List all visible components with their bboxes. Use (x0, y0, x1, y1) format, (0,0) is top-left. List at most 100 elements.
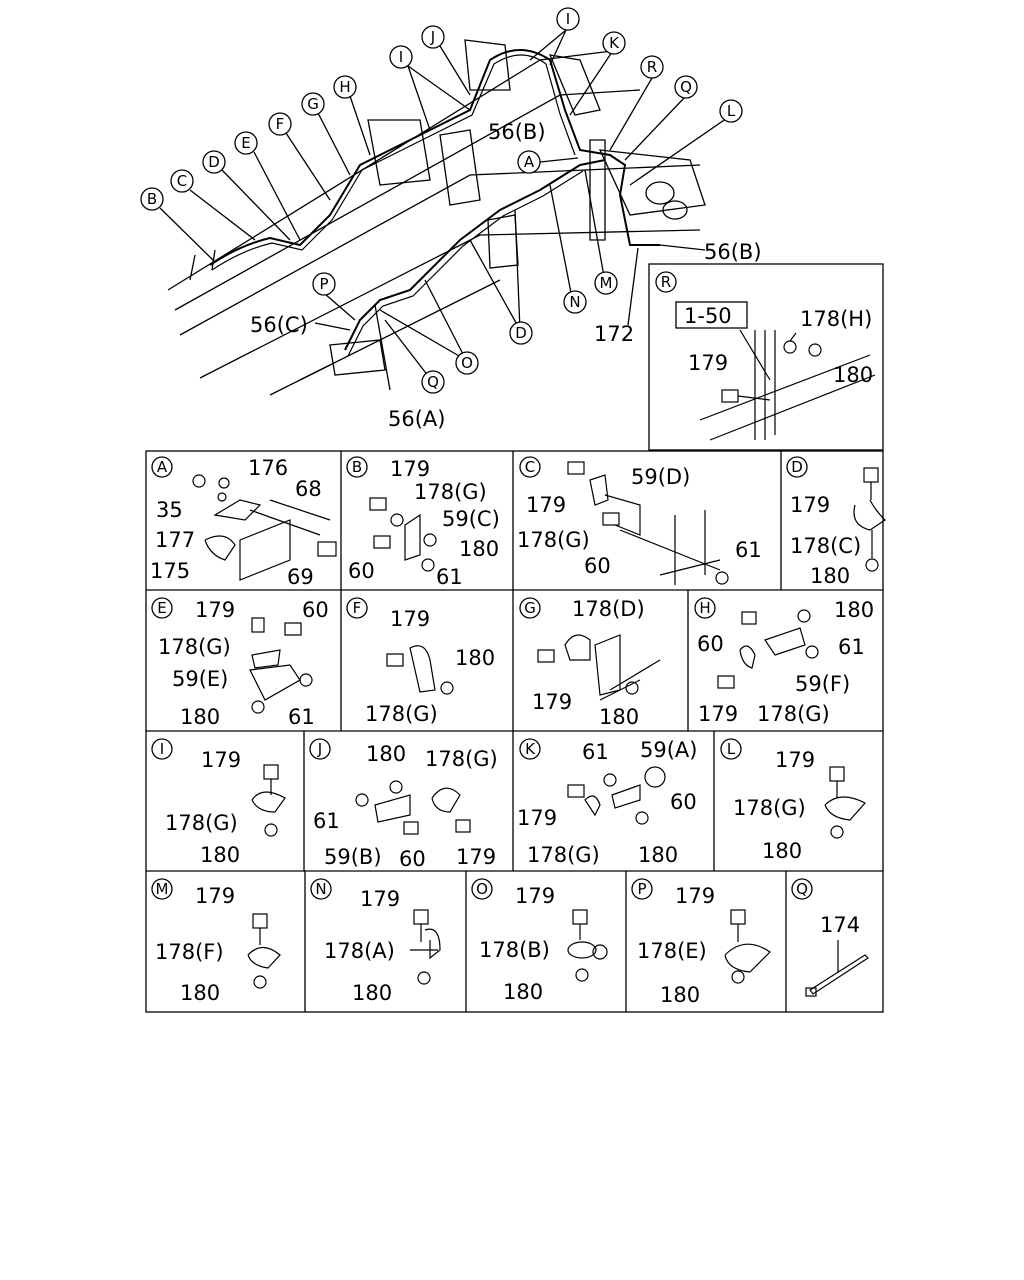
cell-i: I 179 178(G) 180 (151, 738, 286, 867)
svg-text:178(G): 178(G) (165, 811, 238, 835)
svg-text:179: 179 (201, 748, 241, 772)
label-56a: 56(A) (388, 407, 445, 431)
svg-text:180: 180 (366, 742, 406, 766)
svg-text:178(G): 178(G) (733, 796, 806, 820)
svg-text:60: 60 (399, 847, 426, 871)
svg-text:60: 60 (584, 554, 611, 578)
svg-text:59(D): 59(D) (631, 465, 690, 489)
callout-g: G (301, 92, 325, 116)
svg-text:179: 179 (195, 884, 235, 908)
ref-box (675, 301, 748, 329)
svg-text:179: 179 (698, 702, 738, 726)
svg-text:179: 179 (515, 884, 555, 908)
svg-text:174: 174 (820, 913, 860, 937)
svg-text:180: 180 (352, 981, 392, 1005)
svg-text:60: 60 (697, 632, 724, 656)
svg-text:68: 68 (295, 477, 322, 501)
svg-text:178(G): 178(G) (517, 528, 590, 552)
cell-o: O 179 178(B) 180 (471, 878, 608, 1004)
svg-text:59(E): 59(E) (172, 667, 228, 691)
callout-c: C (170, 169, 194, 193)
svg-text:61: 61 (735, 538, 762, 562)
svg-text:59(C): 59(C) (442, 507, 500, 531)
svg-text:178(G): 178(G) (158, 635, 231, 659)
svg-text:F: F (353, 599, 362, 617)
svg-text:180: 180 (455, 646, 495, 670)
svg-text:E: E (241, 134, 250, 152)
callout-o: O (455, 351, 479, 375)
svg-text:B: B (147, 190, 157, 208)
svg-text:179: 179 (195, 598, 235, 622)
svg-text:180: 180 (180, 705, 220, 729)
callout-d: D (202, 150, 226, 174)
svg-text:D: D (208, 153, 220, 171)
svg-text:61: 61 (838, 635, 865, 659)
svg-text:P: P (637, 880, 646, 898)
svg-text:179: 179 (790, 493, 830, 517)
svg-text:180: 180 (200, 843, 240, 867)
callout-j: J (421, 25, 445, 49)
svg-text:175: 175 (150, 559, 190, 583)
svg-text:61: 61 (288, 705, 315, 729)
svg-text:1-50: 1-50 (684, 304, 732, 328)
svg-text:B: B (352, 458, 362, 476)
grid-frame (145, 450, 884, 1013)
svg-text:180: 180 (180, 981, 220, 1005)
svg-text:N: N (569, 293, 580, 311)
cell-m: M 179 178(F) 180 (151, 878, 281, 1005)
svg-text:Q: Q (796, 880, 808, 898)
svg-text:179: 179 (390, 457, 430, 481)
svg-text:178(D): 178(D) (572, 597, 645, 621)
svg-text:61: 61 (436, 565, 463, 589)
svg-text:59(F): 59(F) (795, 672, 850, 696)
svg-text:60: 60 (348, 559, 375, 583)
svg-text:35: 35 (156, 498, 183, 522)
svg-text:180: 180 (638, 843, 678, 867)
svg-text:180: 180 (599, 705, 639, 729)
svg-text:Q: Q (427, 373, 439, 391)
callout-m: M (594, 271, 618, 295)
svg-text:178(G): 178(G) (365, 702, 438, 726)
svg-text:60: 60 (302, 598, 329, 622)
cell-n: N 179 178(A) 180 (310, 878, 441, 1005)
svg-text:R: R (661, 273, 671, 291)
svg-text:179: 179 (526, 493, 566, 517)
svg-text:176: 176 (248, 456, 288, 480)
svg-text:L: L (727, 740, 736, 758)
cell-l: L 179 178(G) 180 (720, 738, 866, 863)
svg-text:180: 180 (762, 839, 802, 863)
svg-text:61: 61 (582, 740, 609, 764)
svg-text:60: 60 (670, 790, 697, 814)
svg-text:A: A (524, 153, 535, 171)
svg-text:180: 180 (503, 980, 543, 1004)
svg-text:O: O (461, 354, 473, 372)
svg-text:179: 179 (360, 887, 400, 911)
cell-g: G 178(D) 179 180 (519, 597, 661, 729)
svg-text:J: J (430, 28, 435, 46)
callout-b: B (140, 187, 164, 211)
svg-text:180: 180 (810, 564, 850, 588)
svg-text:C: C (177, 172, 187, 190)
callout-a: A (517, 150, 541, 174)
svg-text:178(G): 178(G) (414, 480, 487, 504)
svg-text:61: 61 (313, 809, 340, 833)
svg-text:179: 179 (532, 690, 572, 714)
svg-text:178(H): 178(H) (800, 307, 872, 331)
svg-text:J: J (317, 740, 322, 758)
svg-text:179: 179 (775, 748, 815, 772)
svg-text:I: I (566, 10, 570, 28)
svg-text:H: H (699, 599, 710, 617)
svg-text:178(B): 178(B) (479, 938, 550, 962)
callout-p: P (312, 272, 336, 296)
svg-text:K: K (609, 34, 620, 52)
svg-text:178(G): 178(G) (425, 747, 498, 771)
svg-text:D: D (791, 458, 803, 476)
svg-text:Q: Q (680, 78, 692, 96)
svg-text:H: H (339, 78, 350, 96)
label-172: 172 (594, 322, 634, 346)
callout-f: F (268, 112, 292, 136)
callout-d: D (509, 321, 533, 345)
callout-r: R (640, 55, 664, 79)
svg-text:179: 179 (390, 607, 430, 631)
